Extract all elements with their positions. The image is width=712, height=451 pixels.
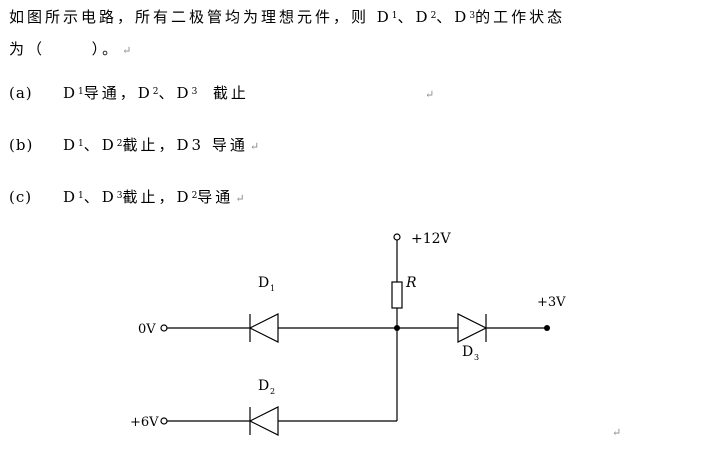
option-b-part: 、D — [83, 136, 117, 154]
sub-2: 2 — [430, 11, 437, 21]
option-c-sub: 1 — [78, 191, 84, 201]
label-d2-sub: 2 — [270, 387, 275, 396]
option-a: (a) D1导通，D2、D3 截止 — [9, 82, 249, 103]
junction-node — [394, 325, 400, 331]
terminal-0v — [160, 324, 168, 332]
return-mark: ↵ — [249, 140, 260, 153]
return-mark: ↵ — [235, 192, 245, 205]
terminal-6v — [160, 417, 168, 425]
label-r: R — [405, 275, 417, 291]
diode-d1 — [248, 313, 279, 343]
option-c-part: 截止，D — [122, 188, 192, 206]
resistor-r — [391, 281, 403, 309]
return-mark: ↵ — [425, 88, 435, 101]
option-b-part: 截止，D3 导通 — [122, 136, 248, 154]
option-b-sub: 2 — [116, 139, 123, 149]
option-a-part: 截止 — [197, 84, 249, 102]
question-line-2: 为（ ）。↵ — [9, 38, 131, 59]
question-text-b: 、D — [397, 8, 431, 26]
option-c-tag: (c) — [9, 188, 33, 206]
diode-d3 — [457, 313, 488, 343]
terminal-3v — [544, 325, 550, 331]
option-c-part: D — [63, 188, 79, 206]
question-line-1: 如图所示电路，所有二极管均为理想元件，则 D1、D2、D3的工作状态 — [9, 6, 565, 27]
return-mark: ↵ — [612, 426, 621, 439]
option-a-part: 导通，D — [83, 84, 153, 102]
option-b: (b) D1、D2截止，D3 导通↵ — [9, 134, 259, 155]
question-text-d: 的工作状态 — [475, 8, 566, 26]
label-d3-sub: 3 — [474, 353, 479, 362]
sub-3: 3 — [469, 11, 476, 21]
label-d2: D — [258, 378, 269, 394]
question-text-c: 、D — [436, 8, 470, 26]
sub-1: 1 — [391, 11, 398, 21]
diode-d2 — [248, 406, 279, 436]
option-a-part: D — [63, 84, 79, 102]
option-b-sub: 1 — [78, 139, 84, 149]
question-text-a: 如图所示电路，所有二极管均为理想元件，则 D — [9, 8, 392, 26]
option-c-part: 、D — [83, 188, 117, 206]
option-a-tag: (a) — [9, 84, 33, 102]
option-a-sub: 3 — [191, 87, 198, 97]
label-12v: +12V — [411, 231, 452, 247]
label-d1-sub: 1 — [270, 284, 275, 293]
option-a-part: 、D — [158, 84, 192, 102]
label-d3: D — [462, 344, 473, 360]
question-text-e: 为（ ）。 — [9, 40, 121, 58]
option-c-part: 导通 — [197, 188, 234, 206]
option-a-sub: 1 — [78, 87, 84, 97]
label-6v: +6V — [130, 415, 159, 430]
terminal-12v — [393, 233, 401, 241]
label-3v: +3V — [537, 295, 566, 310]
label-d1: D — [258, 275, 269, 291]
option-b-part: D — [63, 136, 79, 154]
option-c-sub: 3 — [116, 191, 123, 201]
label-0v: 0V — [138, 322, 156, 337]
option-a-sub: 2 — [152, 87, 159, 97]
option-c-sub: 2 — [191, 191, 198, 201]
return-mark: ↵ — [122, 44, 132, 57]
option-c: (c) D1、D3截止，D2导通↵ — [9, 186, 245, 207]
option-b-tag: (b) — [9, 136, 34, 154]
